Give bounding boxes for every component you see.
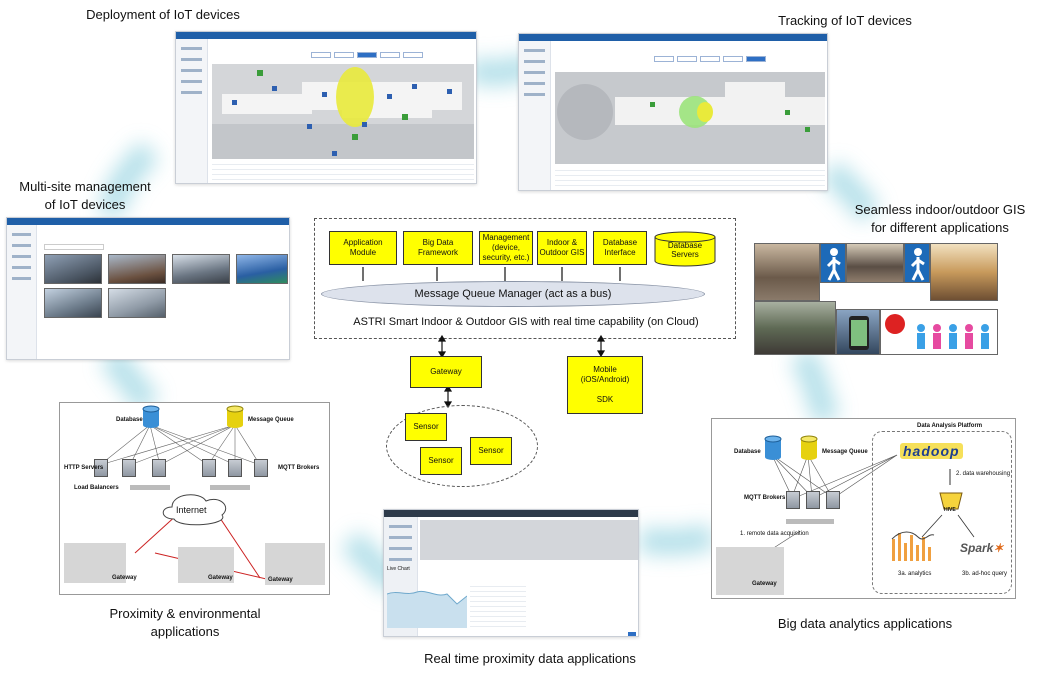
tracking-map <box>555 72 825 164</box>
label-tracking: Tracking of IoT devices <box>778 13 912 28</box>
hive-label: HIVE <box>944 507 956 513</box>
prox-gateway-3: Gateway <box>268 577 293 583</box>
bus-arrows <box>362 267 621 281</box>
spark-logo: Spark✶ <box>960 541 1004 555</box>
multisite-screenshot <box>6 217 290 360</box>
bd-gateway-label: Gateway <box>752 581 777 587</box>
architecture-caption: ASTRI Smart Indoor & Outdoor GIS with re… <box>353 316 699 328</box>
live-chart-title: Live Chart <box>387 566 410 572</box>
bd-mqtt-label: MQTT Brokers <box>744 495 786 501</box>
label-gis-line1: Seamless indoor/outdoor GIS <box>854 202 1026 217</box>
sensor-3: Sensor <box>420 447 462 475</box>
database-cylinder-icon <box>654 231 716 267</box>
sensor-2: Sensor <box>470 437 512 465</box>
bd-step3b: 3b. ad-hoc query <box>962 571 1008 577</box>
bd-mq-label: Message Queue <box>822 449 868 455</box>
label-proximity-line2: applications <box>150 624 220 639</box>
site-thumb-3 <box>172 254 230 284</box>
module-bigdata: Big Data Framework <box>403 231 473 265</box>
database-icon <box>142 405 160 428</box>
floorplan-map <box>212 64 474 159</box>
label-proximity-line1: Proximity & environmental <box>109 606 261 621</box>
live-chart <box>387 590 467 628</box>
bd-database-icon <box>764 435 782 460</box>
module-gis: Indoor & Outdoor GIS <box>537 231 587 265</box>
site-thumb-5 <box>44 288 102 318</box>
internet-label: Internet <box>176 505 207 515</box>
site-thumb-6 <box>108 288 166 318</box>
bd-database-label: Database <box>734 449 761 455</box>
hadoop-logo: hadoop <box>900 443 963 459</box>
architecture-panel: Application Module Big Data Framework Ma… <box>314 218 736 339</box>
module-application: Application Module <box>329 231 397 265</box>
label-gis-line2: for different applications <box>871 220 1009 235</box>
label-proximity: Proximity & environmental applications <box>80 605 290 641</box>
label-multisite-line2: of IoT devices <box>44 197 126 212</box>
label-gis: Seamless indoor/outdoor GIS for differen… <box>830 201 1042 237</box>
prox-mq-label: Message Queue <box>248 417 294 423</box>
bd-mq-icon <box>800 435 818 460</box>
mobile-sdk-box: Mobile (iOS/Android)SDK <box>567 356 643 414</box>
message-queue-bus: Message Queue Manager (act as a bus) <box>321 281 705 307</box>
label-deployment: Deployment of IoT devices <box>86 7 240 22</box>
prox-http-label: HTTP Servers <box>64 465 104 471</box>
prox-mqtt-label: MQTT Brokers <box>278 465 320 471</box>
module-db-interface: Database Interface <box>593 231 647 265</box>
deployment-screenshot <box>175 31 477 184</box>
prox-gateway-2: Gateway <box>208 575 233 581</box>
message-queue-icon <box>226 405 244 428</box>
label-multisite-line1: Multi-site management <box>19 179 151 194</box>
hive-icon <box>939 492 963 510</box>
bd-step3a: 3a. analytics <box>898 571 932 577</box>
label-multisite: Multi-site management of IoT devices <box>0 178 170 214</box>
tracking-screenshot <box>518 33 828 191</box>
module-management: Management (device, security, etc.) <box>479 231 533 265</box>
site-thumb-1 <box>44 254 102 284</box>
gateway-box: Gateway <box>410 356 482 388</box>
proximity-diagram: Database Message Queue HTTP Servers MQTT… <box>59 402 330 595</box>
bd-step2: 2. data warehousing <box>956 471 1011 477</box>
gis-collage <box>754 243 998 355</box>
label-bigdata: Big data analytics applications <box>777 616 953 631</box>
prox-gateway-1: Gateway <box>112 575 137 581</box>
sensor-network <box>386 405 538 487</box>
sensor-1: Sensor <box>405 413 447 441</box>
bigdata-diagram: Data Analysis Platform Database Message … <box>711 418 1016 599</box>
label-realtime: Real time proximity data applications <box>424 651 636 666</box>
site-thumb-4 <box>236 254 288 284</box>
realtime-screenshot: Live Chart <box>383 509 639 637</box>
platform-title: Data Analysis Platform <box>917 423 983 429</box>
site-thumb-2 <box>108 254 166 284</box>
prox-database-label: Database <box>116 417 143 423</box>
bd-step1: 1. remote data acquisition <box>740 531 809 537</box>
prox-lb-label: Load Balancers <box>74 485 119 491</box>
db-servers-label: Database Servers <box>667 241 703 259</box>
